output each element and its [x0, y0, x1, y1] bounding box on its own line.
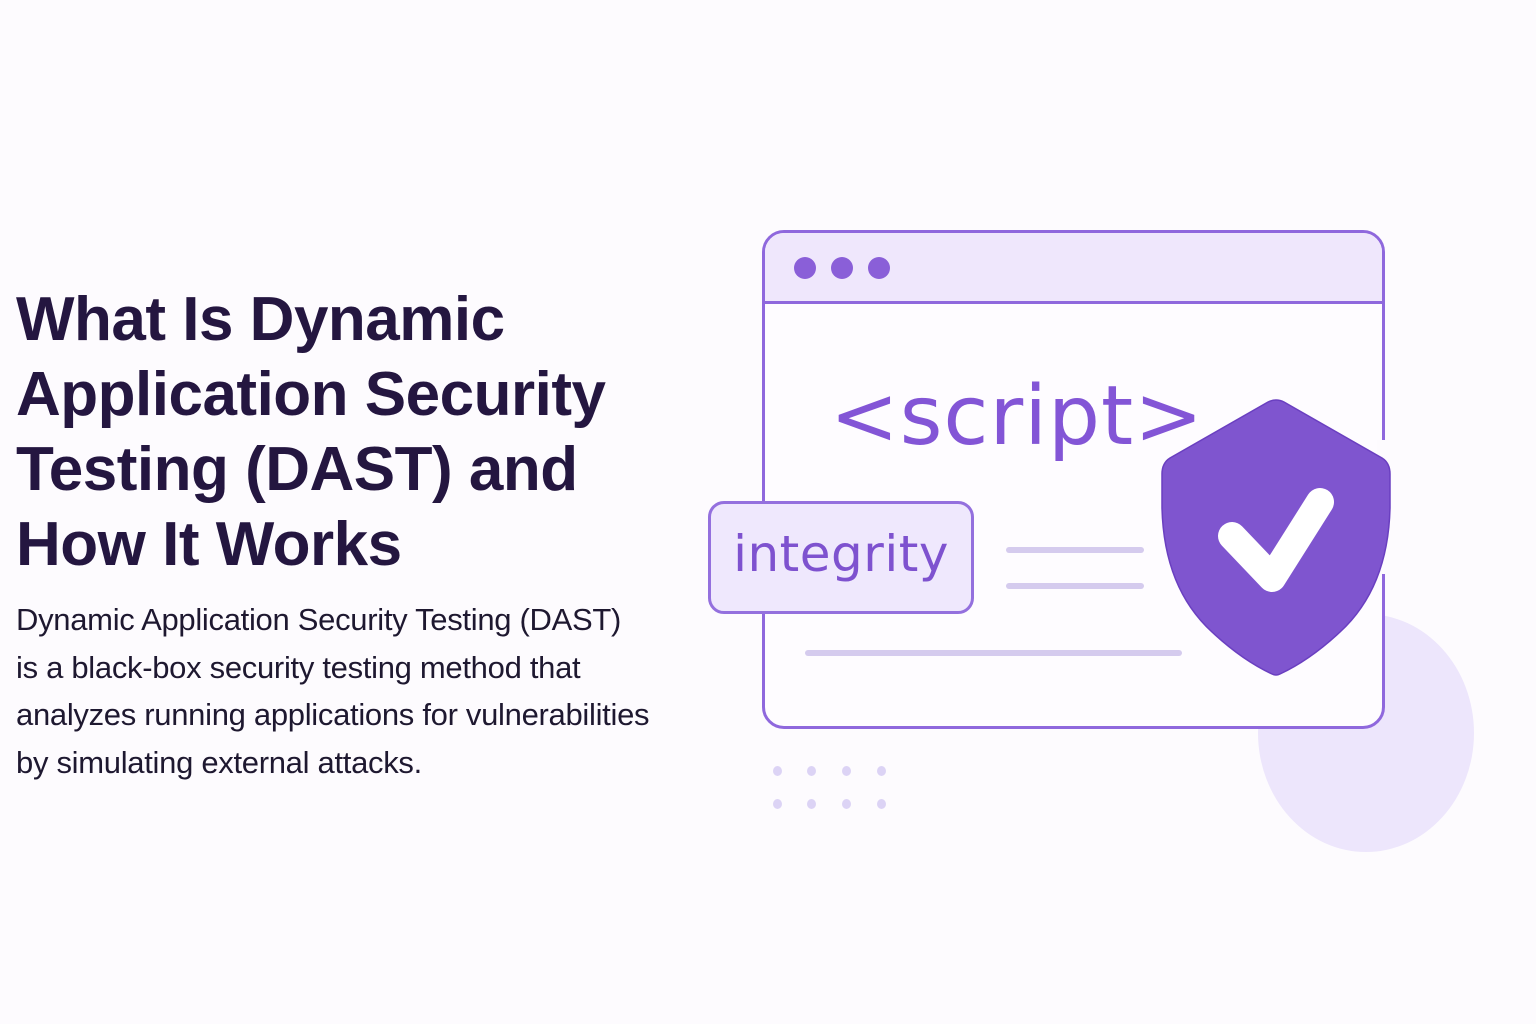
title-line: Application Security	[16, 360, 606, 429]
window-titlebar	[765, 233, 1382, 304]
title-line: What Is Dynamic	[16, 285, 505, 354]
paragraph-line: by simulating external attacks.	[16, 744, 422, 780]
placeholder-text-line	[1006, 583, 1144, 589]
window-dot-icon	[868, 257, 890, 279]
window-dot-icon	[794, 257, 816, 279]
shield-check-icon	[1161, 399, 1391, 676]
decorative-dot	[807, 799, 816, 809]
paragraph-line: is a black-box security testing method t…	[16, 649, 581, 685]
decorative-dot	[842, 766, 851, 776]
decorative-dot	[807, 766, 816, 776]
paragraph-line: Dynamic Application Security Testing (DA…	[16, 602, 622, 637]
placeholder-text-line	[805, 650, 1182, 656]
decorative-dot	[877, 766, 886, 776]
title-line: How It Works	[16, 510, 402, 579]
title-line: Testing (DAST) and	[16, 435, 578, 504]
decorative-dot	[877, 799, 886, 809]
placeholder-text-line	[1006, 547, 1144, 553]
paragraph-line: analyzes running applications for vulner…	[16, 697, 650, 732]
integrity-label: integrity	[733, 524, 949, 583]
integrity-tag: integrity	[708, 501, 974, 614]
script-code-label: <script>	[830, 369, 1204, 464]
decorative-dot	[842, 799, 851, 809]
decorative-dot	[773, 766, 782, 776]
window-dot-icon	[831, 257, 853, 279]
page-title: What Is Dynamic Application Security Tes…	[16, 282, 676, 582]
intro-paragraph: Dynamic Application Security Testing (DA…	[16, 596, 736, 786]
decorative-dot	[773, 799, 782, 809]
